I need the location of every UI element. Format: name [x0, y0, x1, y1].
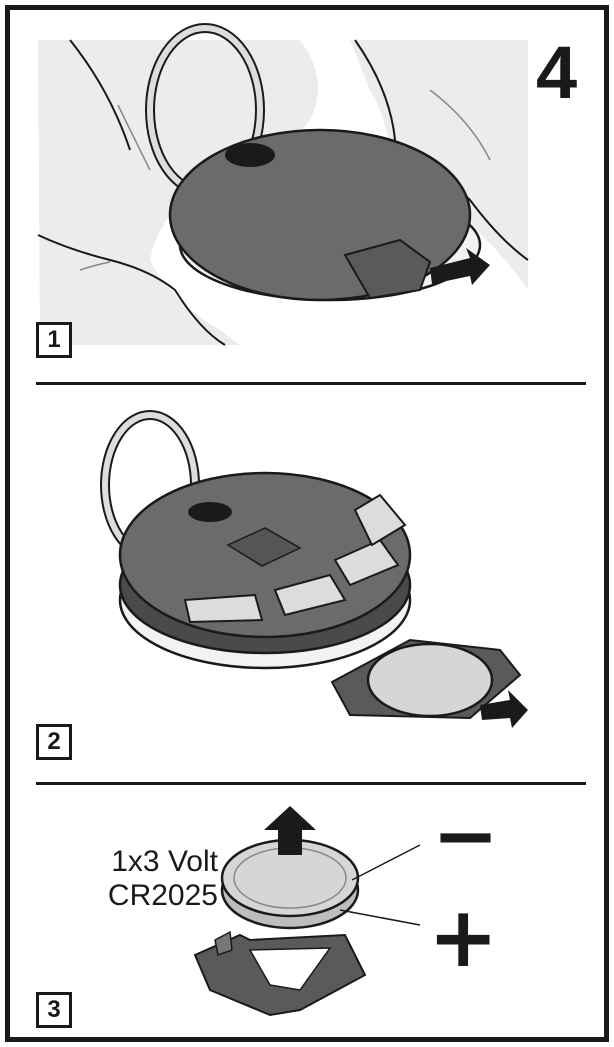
battery-spec: 1x3 Volt CR2025 [58, 845, 218, 913]
minus-pointer [352, 845, 420, 880]
battery-spec-line2: CR2025 [58, 879, 218, 913]
battery-spec-line1: 1x3 Volt [58, 845, 218, 879]
plus-sign: + [428, 895, 498, 979]
plus-pointer [340, 910, 420, 925]
minus-sign: − [432, 796, 499, 876]
step-3-label: 3 [36, 992, 72, 1028]
